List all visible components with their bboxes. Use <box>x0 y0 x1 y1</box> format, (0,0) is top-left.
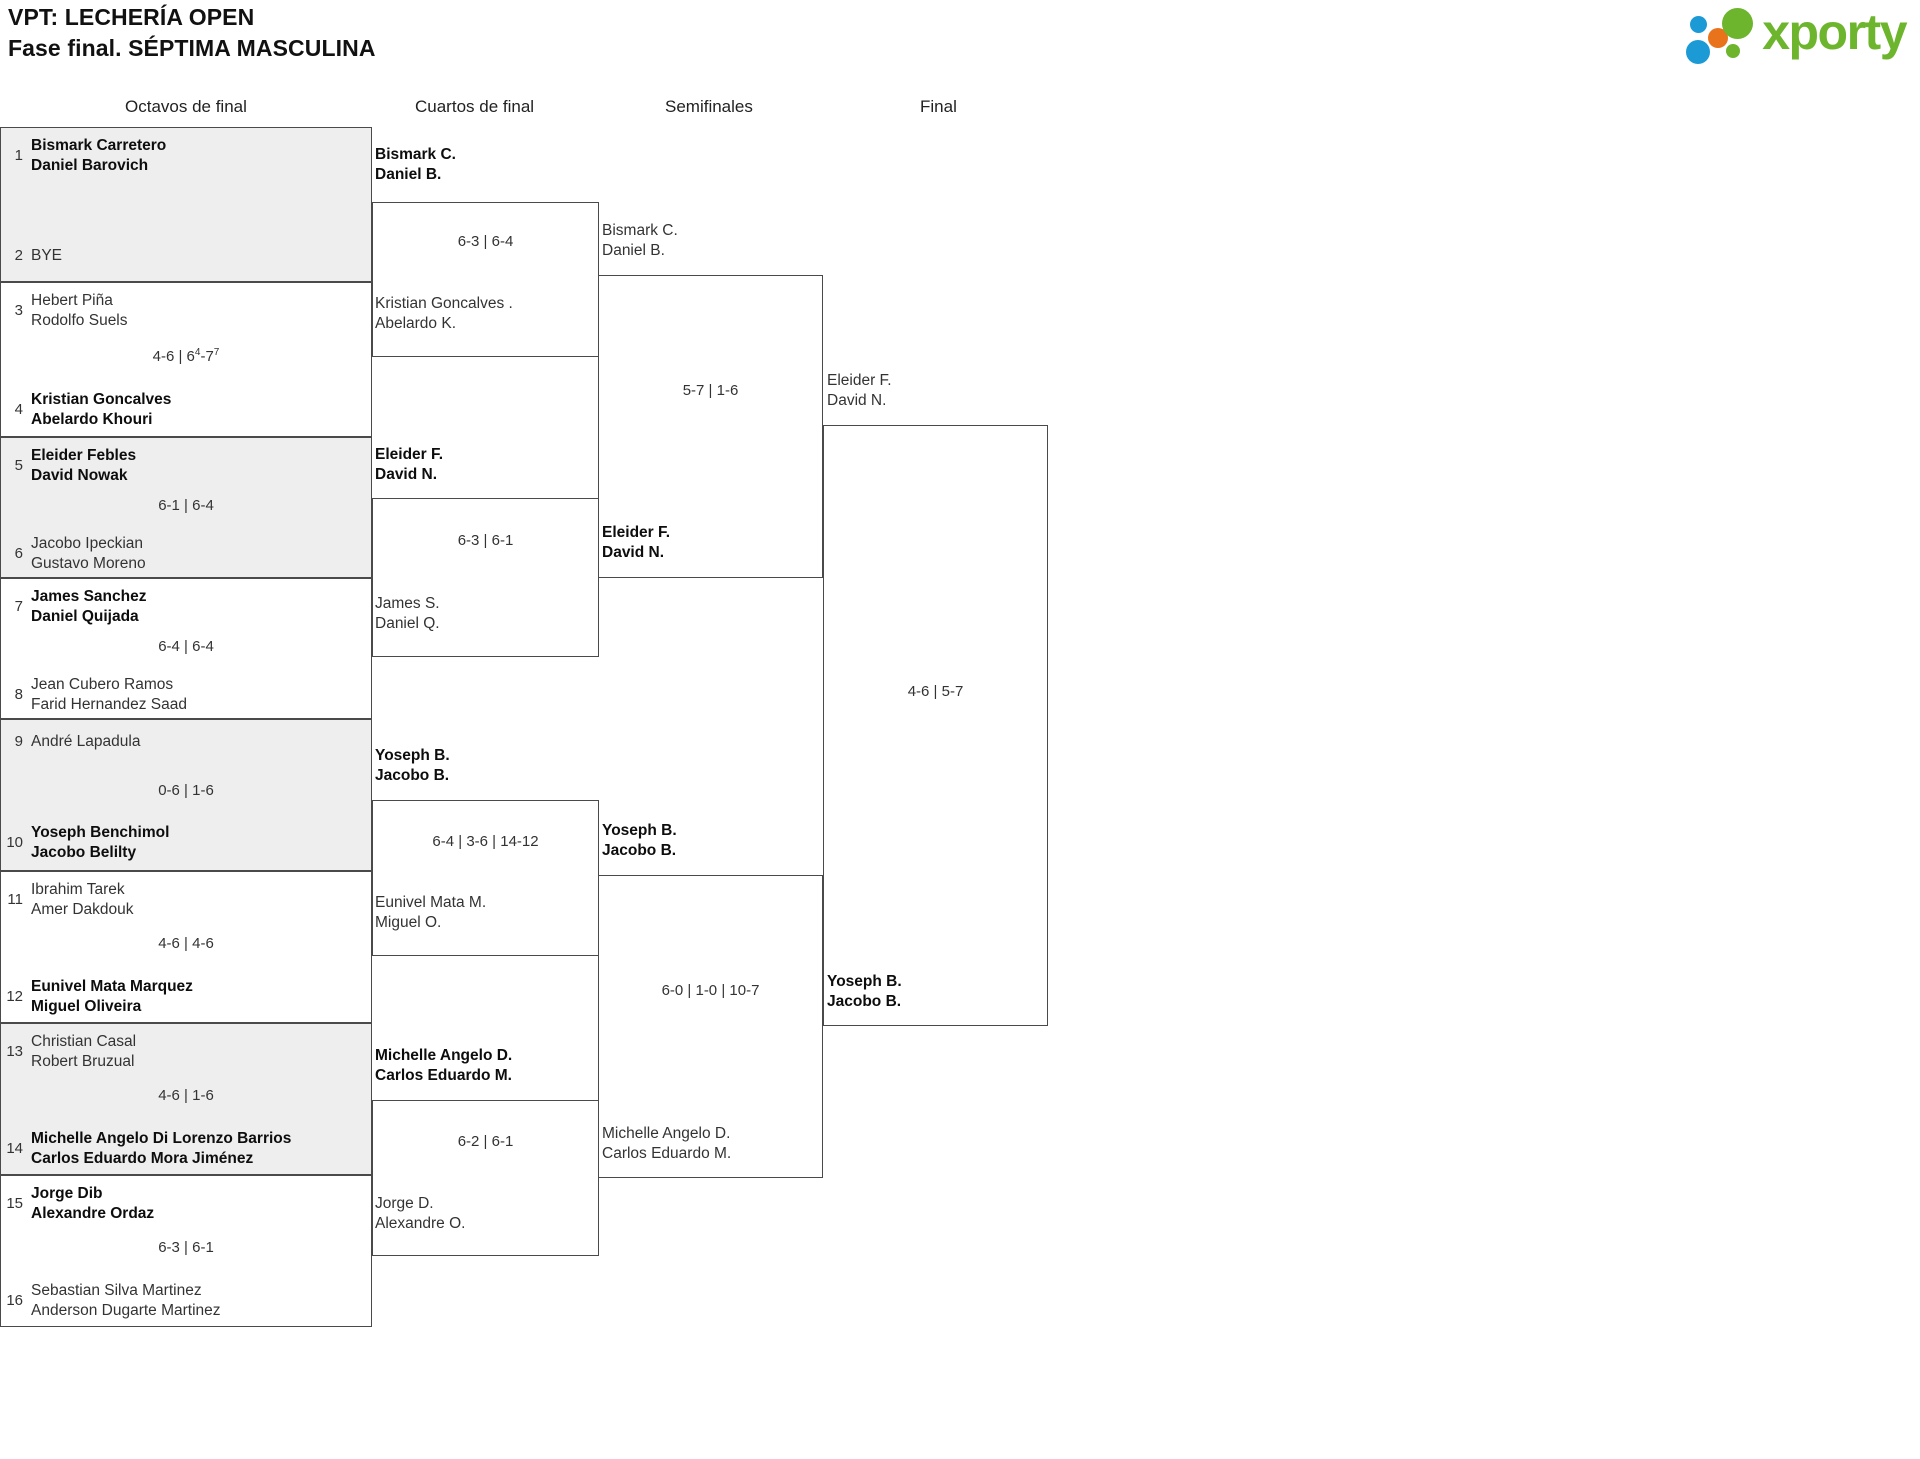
r2-match-1-top-players: Bismark C. Daniel B. <box>375 146 456 183</box>
r2-match-1-score: 6-3 | 6-4 <box>457 233 514 250</box>
match-score: 6-3 | 6-1 <box>158 1239 214 1256</box>
r2-match-4-top-players: Michelle Angelo D. Carlos Eduardo M. <box>375 1047 513 1084</box>
r4-match-bottom-players: Yoseph B. Jacobo B. <box>827 973 902 1010</box>
r1-match-4[interactable]: 7 James Sanchez Daniel Quijada 6-4 | 6-4… <box>0 578 372 719</box>
player-names: Eunivel Mata Marquez Miguel Oliveira <box>31 978 193 1015</box>
player-names: Yoseph Benchimol Jacobo Belilty <box>31 824 170 861</box>
r2-match-4-score: 6-2 | 6-1 <box>457 1133 514 1150</box>
r3-match-1-score: 5-7 | 1-6 <box>682 382 739 399</box>
r3-match-2-score: 6-0 | 1-0 | 10-7 <box>661 982 760 999</box>
tournament-subtitle: Fase final. SÉPTIMA MASCULINA <box>8 35 376 61</box>
seed-number: 9 <box>14 733 23 751</box>
match-score: 0-6 | 1-6 <box>158 782 214 799</box>
player-names: James Sanchez Daniel Quijada <box>31 588 147 625</box>
round-heading-final: Final <box>920 97 957 116</box>
r1-match-6[interactable]: 11 Ibrahim Tarek Amer Dakdouk 4-6 | 4-6 … <box>0 871 372 1023</box>
player-names: Hebert Piña Rodolfo Suels <box>31 292 128 329</box>
tournament-title: VPT: LECHERÍA OPEN <box>8 4 255 30</box>
r2-match-3-score: 6-4 | 3-6 | 14-12 <box>432 833 539 850</box>
xporty-wordmark: xporty <box>1762 4 1907 60</box>
seed-number: 12 <box>6 988 23 1005</box>
player-names: Michelle Angelo Di Lorenzo Barrios Carlo… <box>31 1130 292 1167</box>
seed-number: 8 <box>14 686 23 703</box>
r4-match-score: 4-6 | 5-7 <box>907 683 964 700</box>
seed-number: 7 <box>14 598 23 615</box>
player-names: Christian Casal Robert Bruzual <box>31 1033 137 1070</box>
r1-match-3[interactable]: 5 Eleider Febles David Nowak 6-1 | 6-4 6… <box>0 437 372 578</box>
match-score: 6-1 | 6-4 <box>158 497 214 514</box>
round-heading-cuartos: Cuartos de final <box>415 97 535 116</box>
seed-number: 13 <box>6 1043 23 1060</box>
player-names: Kristian Goncalves Abelardo Khouri <box>31 391 172 428</box>
seed-number: 4 <box>14 401 23 418</box>
seed-number: 5 <box>14 457 23 474</box>
player-names: Jacobo Ipeckian Gustavo Moreno <box>31 535 146 572</box>
match-score: 6-4 | 6-4 <box>158 638 214 655</box>
player-names: Eleider Febles David Nowak <box>31 447 137 484</box>
round-heading-octavos: Octavos de final <box>125 97 247 116</box>
seed-number: 15 <box>6 1195 23 1212</box>
xporty-dots-icon <box>1686 6 1758 64</box>
player-names: Bismark Carretero Daniel Barovich <box>31 137 167 174</box>
r1-match-7[interactable]: 13 Christian Casal Robert Bruzual 4-6 | … <box>0 1023 372 1175</box>
round-heading-semifinales: Semifinales <box>665 97 753 116</box>
seed-number: 3 <box>14 302 23 319</box>
r3-match-2-box[interactable] <box>598 875 823 1178</box>
r2-match-4-bottom-players: Jorge D. Alexandre O. <box>375 1195 466 1232</box>
r2-match-2-box[interactable] <box>372 498 599 657</box>
r3-match-1-box[interactable] <box>598 275 823 578</box>
r2-match-2-score: 6-3 | 6-1 <box>457 532 514 549</box>
page-title: VPT: LECHERÍA OPEN Fase final. SÉPTIMA M… <box>8 2 376 64</box>
player-names: Ibrahim Tarek Amer Dakdouk <box>31 881 134 918</box>
r1-match-2[interactable]: 3 Hebert Piña Rodolfo Suels 4-6 | 64-77 … <box>0 282 372 437</box>
r1-match-8[interactable]: 15 Jorge Dib Alexandre Ordaz 6-3 | 6-1 1… <box>0 1175 372 1327</box>
r3-match-1-top-players: Bismark C. Daniel B. <box>602 222 678 259</box>
r2-match-4-box[interactable] <box>372 1100 599 1256</box>
r1-match-5[interactable]: 9 André Lapadula 0-6 | 1-6 10 Yoseph Ben… <box>0 719 372 871</box>
seed-number: 16 <box>6 1292 23 1309</box>
player-names: André Lapadula <box>31 733 141 750</box>
r4-match-top-players: Eleider F. David N. <box>827 372 892 409</box>
match-score: 4-6 | 4-6 <box>158 935 214 952</box>
r2-match-2-bottom-players: James S. Daniel Q. <box>375 595 440 632</box>
r3-match-2-bottom-players: Michelle Angelo D. Carlos Eduardo M. <box>602 1125 732 1162</box>
seed-number: 10 <box>6 834 23 851</box>
player-names: Sebastian Silva Martinez Anderson Dugart… <box>31 1282 221 1319</box>
r2-match-3-box[interactable] <box>372 800 599 956</box>
r4-match-box[interactable] <box>823 425 1048 1026</box>
seed-number: 1 <box>14 147 23 164</box>
r1-match-1[interactable]: 1 Bismark Carretero Daniel Barovich 2 BY… <box>0 127 372 282</box>
match-score: 4-6 | 64-77 <box>152 347 220 365</box>
r2-match-2-top-players: Eleider F. David N. <box>375 446 444 483</box>
xporty-logo: xporty <box>1686 4 1907 64</box>
r2-match-1-bottom-players: Kristian Goncalves . Abelardo K. <box>375 295 513 332</box>
match-score: 4-6 | 1-6 <box>158 1087 214 1104</box>
seed-number: 11 <box>7 891 23 908</box>
seed-number: 6 <box>14 545 23 562</box>
player-names: BYE <box>31 247 63 264</box>
player-names: Jorge Dib Alexandre Ordaz <box>31 1185 155 1222</box>
player-names: Jean Cubero Ramos Farid Hernandez Saad <box>31 676 187 713</box>
seed-number: 2 <box>14 247 23 265</box>
r2-match-1-box[interactable] <box>372 202 599 357</box>
r2-match-3-bottom-players: Eunivel Mata M. Miguel O. <box>375 894 487 931</box>
r3-match-1-bottom-players: Eleider F. David N. <box>602 524 671 561</box>
seed-number: 14 <box>6 1140 23 1157</box>
r2-match-3-top-players: Yoseph B. Jacobo B. <box>375 747 450 784</box>
r3-match-2-top-players: Yoseph B. Jacobo B. <box>602 822 677 859</box>
